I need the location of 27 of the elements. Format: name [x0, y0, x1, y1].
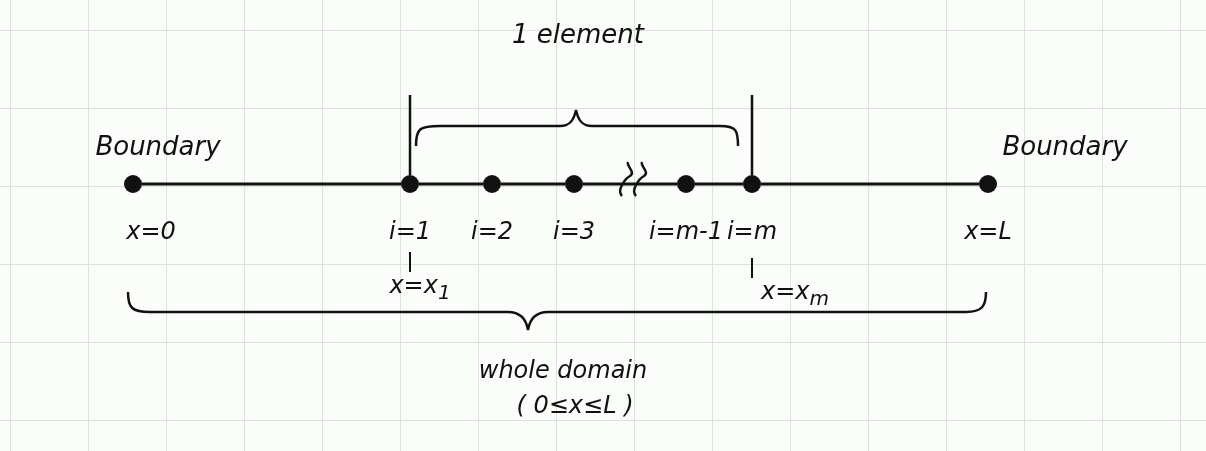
line-segment	[142, 182, 401, 186]
point-dot	[565, 175, 583, 193]
annotation-text: x=x$_{1}$	[389, 272, 451, 303]
point-dot	[677, 175, 695, 193]
annotation-text: ( 0≤x≤L )	[516, 392, 634, 419]
annotation-text: 1 element	[512, 20, 644, 49]
annotation-text: Boundary	[1002, 132, 1128, 161]
annotation-text: x=x$_{m}$	[761, 278, 829, 309]
annotation-text: Boundary	[95, 132, 221, 161]
point-dot	[483, 175, 501, 193]
point-label: i=m	[726, 218, 778, 245]
point-dot	[979, 175, 997, 193]
point-dot	[124, 175, 142, 193]
point-label: i=1	[389, 218, 431, 245]
line-segment	[419, 182, 483, 186]
point-dot	[401, 175, 419, 193]
line-segment	[761, 182, 979, 186]
line-segment	[695, 182, 743, 186]
point-label: i=m-1	[648, 218, 724, 245]
point-label: x=L	[964, 218, 1012, 245]
line-segment	[501, 182, 565, 186]
point-label: i=2	[471, 218, 513, 245]
point-label: x=0	[126, 218, 176, 245]
line-segment	[583, 182, 677, 186]
annotation-text: whole domain	[478, 357, 648, 384]
point-dot	[743, 175, 761, 193]
point-label: i=3	[553, 218, 595, 245]
